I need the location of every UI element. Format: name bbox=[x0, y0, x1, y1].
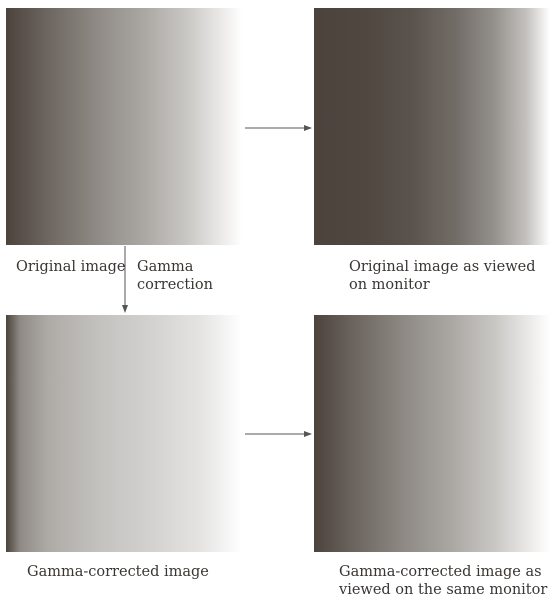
original-viewed-label: Original image as viewed on monitor bbox=[349, 259, 536, 293]
gamma-corrected-label: Gamma-corrected image bbox=[27, 564, 209, 580]
gamma-corrected-gradient bbox=[6, 315, 242, 552]
original-image-gradient bbox=[6, 8, 242, 245]
original-viewed-gradient bbox=[314, 8, 550, 245]
gamma-corrected-viewed-label: Gamma-corrected image as viewed on the s… bbox=[339, 564, 548, 598]
gamma-corrected-viewed-gradient bbox=[314, 315, 550, 552]
gamma-correction-label: Gamma correction bbox=[137, 259, 213, 293]
original-image-label: Original image bbox=[16, 259, 126, 275]
